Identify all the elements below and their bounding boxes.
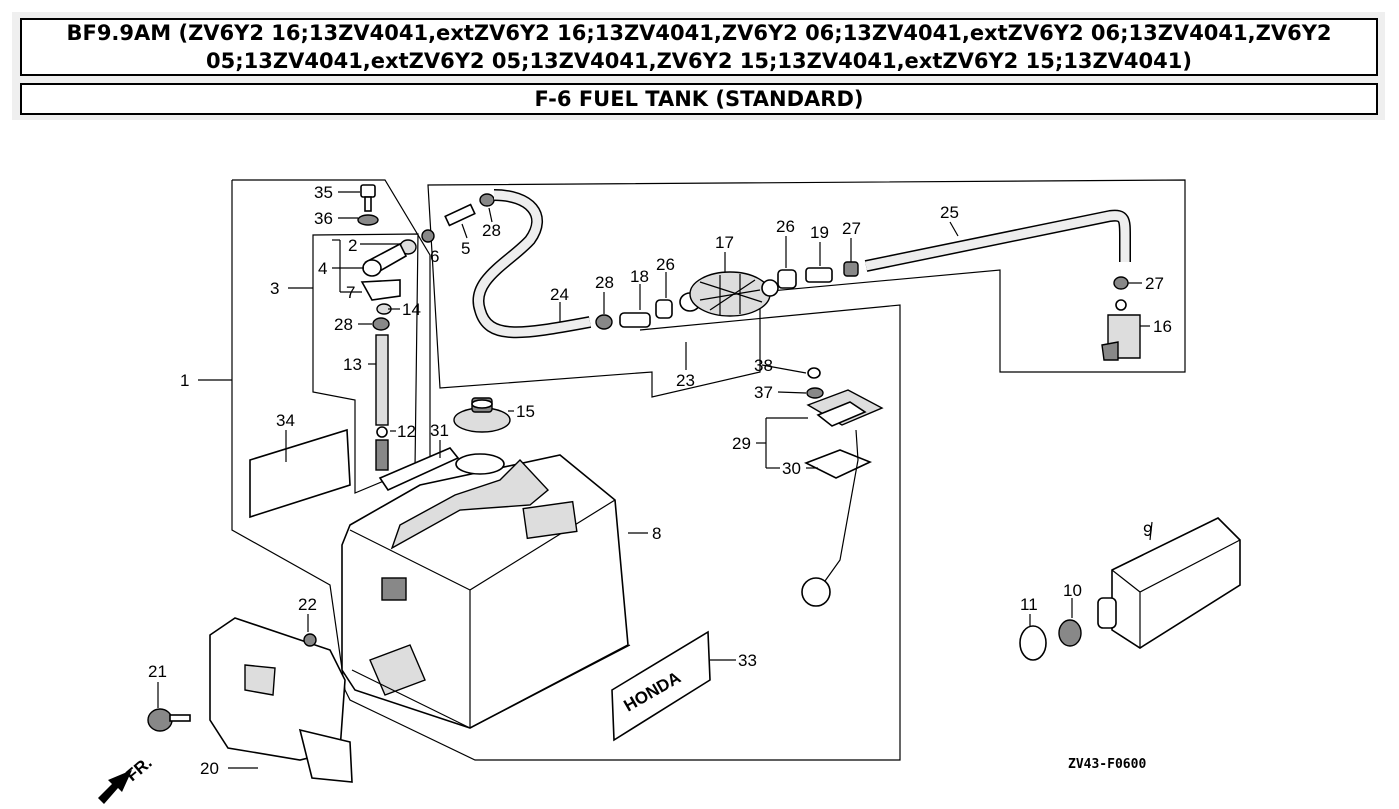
fuel-joint-4 <box>360 239 417 301</box>
callout-26-left: 26 <box>656 255 675 274</box>
callout-19: 19 <box>810 223 829 242</box>
callout-33: 33 <box>738 651 757 670</box>
tube-13 <box>375 334 389 426</box>
callout-16: 16 <box>1153 317 1172 336</box>
frame-cap-assembly <box>312 233 419 494</box>
container-9 <box>1097 517 1241 649</box>
callout-labels: 1 2 3 4 5 6 7 8 9 10 11 12 13 14 15 16 1… <box>148 183 1172 778</box>
callout-11: 11 <box>1020 595 1038 614</box>
primer-bulb-17 <box>679 271 779 317</box>
front-arrow-icon <box>98 770 132 804</box>
washer-36 <box>357 214 379 226</box>
connector-18 <box>619 312 651 328</box>
callout-29: 29 <box>732 434 751 453</box>
callout-5: 5 <box>461 239 470 258</box>
callout-27-top: 27 <box>842 219 861 238</box>
callout-22: 22 <box>298 595 317 614</box>
clip-28-mid <box>595 314 613 330</box>
page-title: BF9.9AM (ZV6Y2 16;13ZV4041,extZV6Y2 16;1… <box>20 18 1378 76</box>
callout-28-left: 28 <box>334 315 353 334</box>
diagram-code: ZV43-F0600 <box>1068 757 1146 772</box>
callout-1: 1 <box>180 371 189 390</box>
connector-5 <box>444 203 476 227</box>
callout-12: 12 <box>397 422 416 441</box>
callout-34: 34 <box>276 411 295 430</box>
callout-7: 7 <box>346 283 355 302</box>
connector-19 <box>805 267 833 283</box>
callout-36: 36 <box>314 209 333 228</box>
callout-21: 21 <box>148 662 167 681</box>
callout-30: 30 <box>782 459 801 478</box>
callout-37: 37 <box>754 383 773 402</box>
tank-cap-15 <box>453 397 511 433</box>
callout-13: 13 <box>343 355 362 374</box>
callout-15: 15 <box>516 402 535 421</box>
callout-26-right: 26 <box>776 217 795 236</box>
bolt-35 <box>360 184 376 212</box>
section-title: F-6 FUEL TANK (STANDARD) <box>20 83 1378 115</box>
callout-28-mid: 28 <box>595 273 614 292</box>
callout-2: 2 <box>348 236 357 255</box>
clip-28-top <box>479 193 495 207</box>
callout-25: 25 <box>940 203 959 222</box>
fuel-tank-8 <box>341 453 631 729</box>
callout-35: 35 <box>314 183 333 202</box>
honda-decal-33: HONDA <box>611 630 711 742</box>
clip-26-right <box>777 269 797 289</box>
callout-10: 10 <box>1063 581 1082 600</box>
callout-18: 18 <box>630 267 649 286</box>
callout-23: 23 <box>676 371 695 390</box>
tank-cover-20 <box>209 617 353 783</box>
seal-6 <box>421 229 435 243</box>
screw-22 <box>303 633 317 647</box>
fuel-gauge-29 <box>801 367 884 607</box>
clip-27-right <box>1113 276 1129 290</box>
callout-38: 38 <box>754 356 773 375</box>
leader-lines <box>157 191 1153 769</box>
callout-20: 20 <box>200 759 219 778</box>
callout-31: 31 <box>430 421 449 440</box>
callout-28-top: 28 <box>482 221 501 240</box>
clip-26-left <box>655 299 673 319</box>
callout-9: 9 <box>1143 521 1152 540</box>
knob-21 <box>147 708 191 732</box>
callout-24: 24 <box>550 285 569 304</box>
frame-tank-assembly <box>231 179 901 761</box>
clip-28-left <box>372 317 390 331</box>
label-34 <box>249 428 351 519</box>
callout-17: 17 <box>715 233 734 252</box>
callout-8: 8 <box>652 524 661 543</box>
clip-27-top <box>843 261 859 277</box>
callout-14: 14 <box>402 300 421 319</box>
cap-11 <box>1019 625 1047 661</box>
adapter-10 <box>1058 619 1082 647</box>
callout-27-right: 27 <box>1145 274 1164 293</box>
strainer-12 <box>375 426 389 471</box>
callout-4: 4 <box>318 259 327 278</box>
strip-31 <box>378 447 460 492</box>
callout-3: 3 <box>270 279 279 298</box>
tank-connector-16 <box>1101 299 1141 361</box>
callout-6: 6 <box>430 247 439 266</box>
